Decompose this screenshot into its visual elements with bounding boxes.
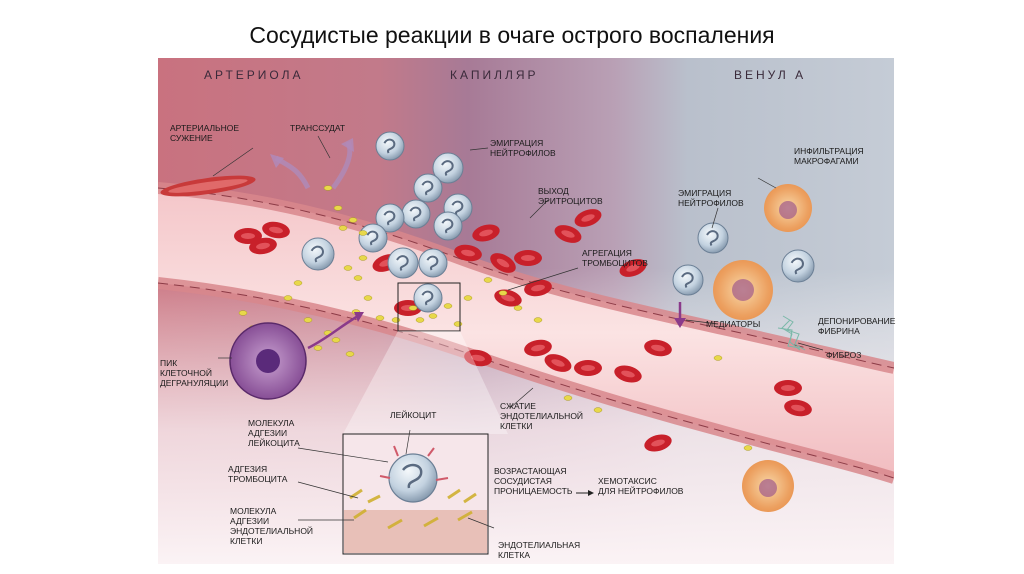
label-leukocyte-adhesion-molecule: МОЛЕКУЛА АДГЕЗИИ ЛЕЙКОЦИТА xyxy=(248,418,300,448)
label-endothelial-adhesion-molecule: МОЛЕКУЛА АДГЕЗИИ ЭНДОТЕЛИАЛЬНОЙ КЛЕТКИ xyxy=(230,506,313,546)
platelet xyxy=(464,296,472,301)
slide-title: Сосудистые реакции в очаге острого воспа… xyxy=(0,22,1024,49)
red-blood-cell xyxy=(514,250,542,266)
label-macrophage-infiltration: ИНФИЛЬТРАЦИЯ МАКРОФАГАМИ xyxy=(794,146,864,166)
red-blood-cell xyxy=(234,228,262,244)
neutrophil xyxy=(673,265,703,295)
platelet xyxy=(564,396,572,401)
platelet xyxy=(392,318,400,323)
platelet xyxy=(454,322,462,327)
platelet xyxy=(376,316,384,321)
inflammation-diagram: АРТЕРИОЛА КАПИЛЛЯР ВЕНУЛ А АРТЕРИАЛЬНОЕ … xyxy=(158,58,894,564)
neutrophil xyxy=(388,248,418,278)
platelet xyxy=(346,352,354,357)
neutrophil xyxy=(414,174,442,202)
label-platelet-aggregation: АГРЕГАЦИЯ ТРОМБОЦИТОВ xyxy=(582,248,648,268)
platelet xyxy=(339,226,347,231)
platelet xyxy=(314,346,322,351)
label-transudate: ТРАНССУДАТ xyxy=(290,123,345,133)
platelet xyxy=(324,186,332,191)
label-mediators: МЕДИАТОРЫ xyxy=(706,319,760,329)
platelet xyxy=(364,296,372,301)
neutrophil xyxy=(698,223,728,253)
neutrophil xyxy=(376,132,404,160)
label-neutrophil-emigration-1: ЭМИГРАЦИЯ НЕЙТРОФИЛОВ xyxy=(490,138,556,158)
platelet xyxy=(499,291,507,296)
label-chemotaxis: ХЕМОТАКСИС ДЛЯ НЕЙТРОФИЛОВ xyxy=(598,476,683,496)
label-leukocyte: ЛЕЙКОЦИТ xyxy=(390,410,436,420)
label-neutrophil-emigration-2: ЭМИГРАЦИЯ НЕЙТРОФИЛОВ xyxy=(678,188,744,208)
platelet xyxy=(332,338,340,343)
platelet xyxy=(284,296,292,301)
platelet xyxy=(484,278,492,283)
neutrophil xyxy=(414,284,442,312)
neutrophil xyxy=(402,200,430,228)
platelet xyxy=(594,408,602,413)
neutrophil xyxy=(782,250,814,282)
platelet xyxy=(304,318,312,323)
neutrophil xyxy=(419,249,447,277)
platelet xyxy=(714,356,722,361)
section-venule: ВЕНУЛ А xyxy=(734,68,806,82)
neutrophil xyxy=(359,224,387,252)
platelet xyxy=(416,318,424,323)
platelet xyxy=(444,304,452,309)
section-capillary: КАПИЛЛЯР xyxy=(450,68,539,82)
platelet xyxy=(354,276,362,281)
red-blood-cell xyxy=(774,380,802,396)
platelet xyxy=(294,281,302,286)
platelet xyxy=(239,311,247,316)
label-rbc-exit: ВЫХОД ЭРИТРОЦИТОВ xyxy=(538,186,603,206)
label-degranulation-peak: ПИК КЛЕТОЧНОЙ ДЕГРАНУЛЯЦИИ xyxy=(160,358,228,388)
section-arteriole: АРТЕРИОЛА xyxy=(204,68,304,82)
label-endothelial-contraction: СЖАТИЕ ЭНДОТЕЛИАЛЬНОЙ КЛЕТКИ xyxy=(500,401,583,431)
mast-cell xyxy=(230,323,306,399)
label-fibrin-deposition: ДЕПОНИРОВАНИЕ ФИБРИНА xyxy=(818,316,895,336)
platelet xyxy=(429,314,437,319)
label-endothelial-cell: ЭНДОТЕЛИАЛЬНАЯ КЛЕТКА xyxy=(498,540,580,560)
neutrophil xyxy=(302,238,334,270)
label-increasing-permeability: ВОЗРАСТАЮЩАЯ СОСУДИСТАЯ ПРОНИЦАЕМОСТЬ xyxy=(494,466,572,496)
platelet xyxy=(534,318,542,323)
platelet xyxy=(334,206,342,211)
platelet xyxy=(744,446,752,451)
platelet xyxy=(359,231,367,236)
label-fibrosis: ФИБРОЗ xyxy=(826,350,861,360)
label-arterial-constriction: АРТЕРИАЛЬНОЕ СУЖЕНИЕ xyxy=(170,123,239,143)
platelet xyxy=(344,266,352,271)
red-blood-cell xyxy=(574,360,602,376)
platelet xyxy=(514,306,522,311)
zoom-inset xyxy=(343,434,488,554)
platelet xyxy=(359,256,367,261)
platelet xyxy=(409,306,417,311)
label-platelet-adhesion: АДГЕЗИЯ ТРОМБОЦИТА xyxy=(228,464,287,484)
neutrophil xyxy=(434,212,462,240)
platelet xyxy=(349,218,357,223)
